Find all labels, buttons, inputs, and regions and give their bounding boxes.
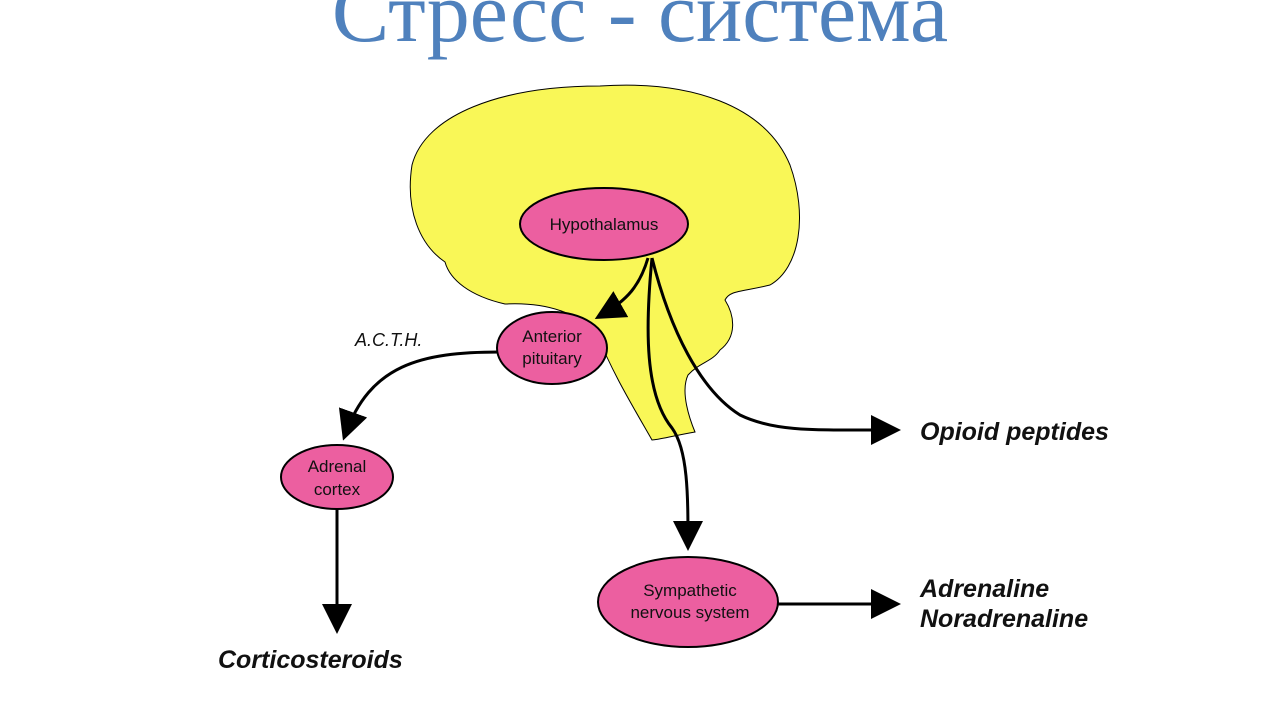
acth-label: A.C.T.H.: [354, 330, 422, 350]
node-adrenal-cortex: Adrenal cortex: [280, 444, 394, 510]
node-sympathetic-nervous-system: Sympathetic nervous system: [597, 556, 779, 648]
node-adrenal-cortex-label-1: Adrenal: [308, 457, 367, 476]
arrow-hypothalamus-to-sympathetic: [646, 257, 703, 551]
node-hypothalamus-label: Hypothalamus: [550, 215, 659, 234]
arrow-hypothalamus-to-pituitary: [594, 257, 650, 319]
arrow-pituitary-to-adrenal: [338, 350, 501, 441]
node-anterior-pituitary: Anterior pituitary: [496, 311, 608, 385]
noradrenaline-label: Noradrenaline: [920, 605, 1088, 633]
node-anterior-pituitary-label-2: pituitary: [522, 349, 582, 368]
brain-shape: [409, 84, 800, 441]
node-sympathetic-label-2: nervous system: [630, 603, 749, 622]
node-adrenal-cortex-label-2: cortex: [314, 480, 361, 499]
node-anterior-pituitary-label-1: Anterior: [522, 327, 582, 346]
corticosteroids-label: Corticosteroids: [218, 646, 403, 674]
slide-title: Стресс - система: [331, 0, 949, 60]
arrow-hypothalamus-to-opioid: [650, 257, 901, 446]
adrenaline-label: Adrenaline: [919, 575, 1049, 603]
node-hypothalamus: Hypothalamus: [519, 187, 689, 261]
node-sympathetic-label-1: Sympathetic: [643, 581, 737, 600]
opioid-peptides-label: Opioid peptides: [920, 418, 1109, 446]
